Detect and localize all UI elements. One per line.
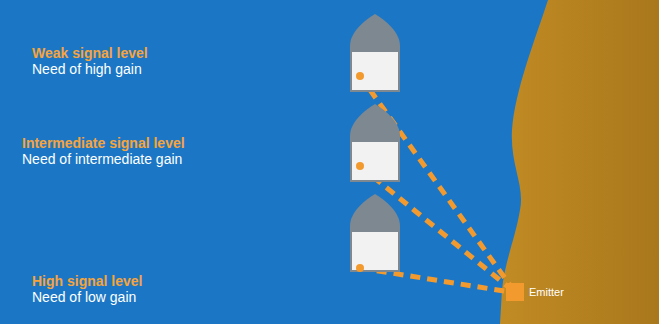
signal-heading: Intermediate signal level — [22, 135, 185, 151]
emitter-label: Emitter — [529, 286, 564, 298]
emitter-square — [506, 283, 524, 301]
emitter: Emitter — [506, 283, 564, 301]
signal-heading: Weak signal level — [32, 45, 148, 61]
gain-note: Need of high gain — [32, 61, 142, 77]
gain-note: Need of low gain — [32, 289, 136, 305]
gain-note: Need of intermediate gain — [22, 151, 182, 167]
boat — [350, 194, 400, 272]
land — [500, 0, 659, 324]
boat — [350, 104, 400, 182]
boat — [350, 14, 400, 92]
signal-heading: High signal level — [32, 273, 142, 289]
